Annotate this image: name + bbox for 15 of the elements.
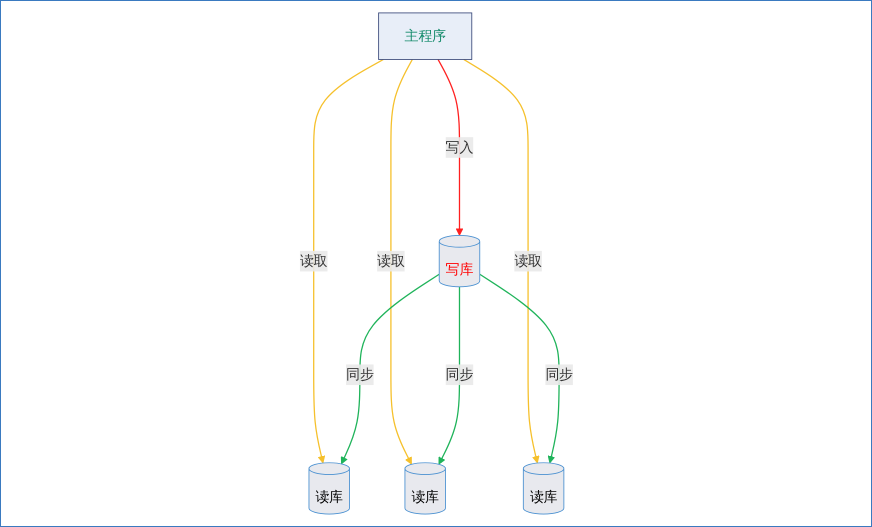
edge-label: 同步 [544,366,573,383]
arrow [438,286,460,465]
edge-label: 同步 [445,366,473,383]
edge-label: 读取 [514,252,542,269]
edge-label: 同步 [346,366,374,383]
arrow [478,274,560,464]
node-box: 主程序 [378,12,472,60]
arrow [463,58,540,464]
arrow [437,59,463,236]
edge-label: 读取 [299,252,328,269]
edge-label: 读取 [376,252,404,269]
arrow [390,59,412,465]
arrow [340,274,440,464]
edge-label: 写入 [445,138,473,156]
arrow [312,58,384,464]
